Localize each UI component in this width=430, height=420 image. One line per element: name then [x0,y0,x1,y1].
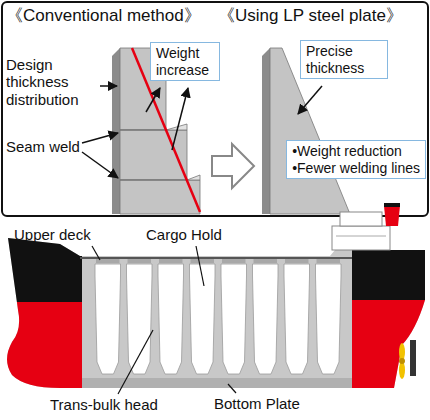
leader-line [92,246,100,260]
cargo-hold [190,264,216,374]
cargo-hold [158,264,184,374]
cargo-hold [95,264,121,374]
callout-text: •Fewer welding lines [292,160,420,177]
funnel [384,206,400,226]
callout-box: •Weight reduction•Fewer welding lines [286,140,426,179]
part-label: Trans-bulk head [50,396,158,413]
cargo-hold [253,264,279,374]
seam-weld [120,175,200,180]
rudder [410,340,416,376]
callout-text: Weight increase [156,45,214,78]
part-label: Seam weld [6,138,80,155]
cargo-hold [316,264,342,374]
cargo-hold [284,264,310,374]
leader-arrow [298,86,322,114]
leader-arrow [172,88,188,150]
cargo-hold [221,264,247,374]
callout-text: Precise thickness [306,43,382,76]
panel-title: 《Using LP steel plate》 [218,6,403,26]
upper-deck [80,257,352,259]
callout-text: •Weight reduction [292,143,420,160]
part-label: Bottom Plate [214,395,300,412]
leader-line [228,384,236,393]
superstructure [332,226,390,250]
panel-frame [2,2,428,216]
part-label: Cargo Hold [146,226,222,243]
transition-arrow [212,144,254,188]
leader-line [196,246,204,286]
part-label: Upper deck [14,226,91,243]
cargo-hold [127,264,153,374]
callout-box: Precise thickness [300,40,388,79]
callout-box: Weight increase [150,42,220,81]
leader-arrow [100,85,117,87]
panel-title: 《Conventional method》 [6,6,201,26]
leader-arrow [82,152,118,178]
bridge [340,212,382,226]
part-label: Design thickness distribution [6,56,100,108]
leader-arrow [146,88,160,112]
leader-arrow [82,133,118,143]
ship [0,203,430,402]
leader-line [118,330,153,394]
